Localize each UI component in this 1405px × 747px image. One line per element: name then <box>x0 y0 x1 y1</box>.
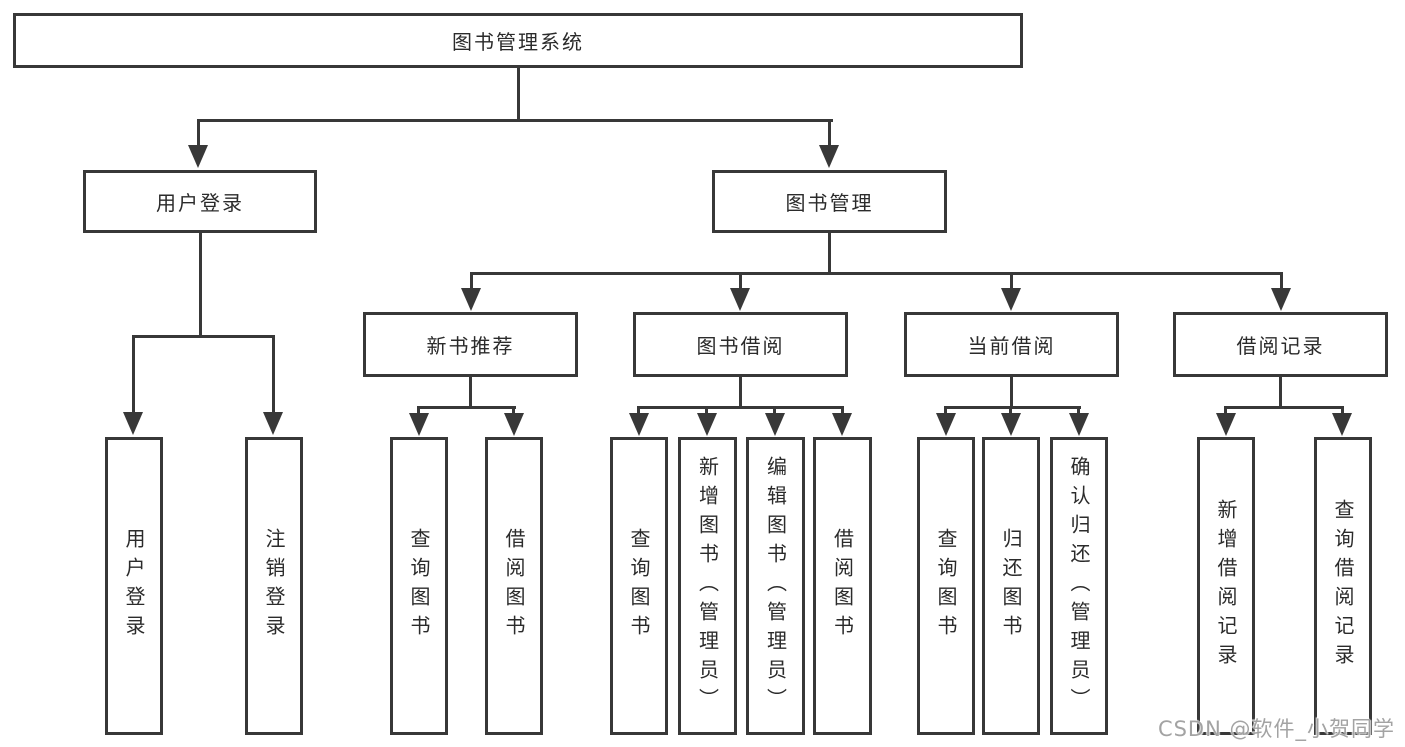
node-label-book-management: 图书管理 <box>785 191 874 215</box>
connector-line <box>1224 406 1343 409</box>
connector-line <box>739 377 742 406</box>
leaf-label-edit-book-admin: 编辑图书（管理员） <box>763 455 788 717</box>
connector-line <box>828 233 831 272</box>
connector-line <box>469 377 472 406</box>
arrowhead-down-icon <box>936 413 956 436</box>
node-library-management-system: 图书管理系统 <box>13 13 1023 68</box>
leaf-logout: 注销登录 <box>245 437 303 735</box>
connector-line <box>1010 272 1013 289</box>
connector-line <box>828 119 831 146</box>
connector-line <box>705 406 708 414</box>
node-label-library-management-system: 图书管理系统 <box>452 30 584 54</box>
arrowhead-down-icon <box>409 413 429 436</box>
connector-line <box>739 272 742 289</box>
leaf-label-query-borrow-record: 查询借阅记录 <box>1331 499 1355 673</box>
connector-line <box>1224 406 1227 414</box>
arrowhead-down-icon <box>819 145 839 168</box>
node-label-book-borrowing: 图书借阅 <box>696 334 785 358</box>
node-user-login: 用户登录 <box>83 170 317 233</box>
arrowhead-down-icon <box>1001 413 1021 436</box>
leaf-query-books-borrow: 查询图书 <box>610 437 668 735</box>
connector-line <box>417 406 516 409</box>
leaf-label-borrow-books-recommend: 借阅图书 <box>502 528 526 644</box>
leaf-add-borrow-record: 新增借阅记录 <box>1197 437 1255 735</box>
arrowhead-down-icon <box>188 145 208 168</box>
connector-line <box>132 335 135 412</box>
leaf-label-query-books-current: 查询图书 <box>934 528 958 644</box>
connector-line <box>197 119 833 122</box>
node-borrowing-records: 借阅记录 <box>1173 312 1388 377</box>
node-label-new-book-recommendation: 新书推荐 <box>426 334 515 358</box>
arrowhead-down-icon <box>461 288 481 311</box>
csdn-watermark: CSDN @软件_小贺同学 <box>1157 717 1395 741</box>
leaf-label-logout: 注销登录 <box>262 528 286 644</box>
leaf-label-user-login: 用户登录 <box>122 528 146 644</box>
connector-line <box>1010 377 1013 406</box>
connector-line <box>470 272 473 289</box>
connector-line <box>272 335 275 412</box>
node-label-current-borrowing: 当前借阅 <box>967 334 1056 358</box>
leaf-label-add-borrow-record: 新增借阅记录 <box>1214 499 1238 673</box>
connector-line <box>132 335 275 338</box>
arrowhead-down-icon <box>1332 413 1352 436</box>
connector-line <box>417 406 420 414</box>
connector-line <box>944 406 947 414</box>
arrowhead-down-icon <box>1069 413 1089 436</box>
arrowhead-down-icon <box>1001 288 1021 311</box>
node-current-borrowing: 当前借阅 <box>904 312 1119 377</box>
leaf-query-books-current: 查询图书 <box>917 437 975 735</box>
leaf-label-query-books-borrow: 查询图书 <box>627 528 651 644</box>
connector-line <box>512 406 515 414</box>
connector-line <box>637 406 844 409</box>
leaf-query-books-recommend: 查询图书 <box>390 437 448 735</box>
leaf-return-book: 归还图书 <box>982 437 1040 735</box>
arrowhead-down-icon <box>765 413 785 436</box>
arrowhead-down-icon <box>123 412 143 435</box>
leaf-label-query-books-recommend: 查询图书 <box>407 528 431 644</box>
connector-line <box>470 272 1283 275</box>
arrowhead-down-icon <box>832 413 852 436</box>
arrowhead-down-icon <box>263 412 283 435</box>
node-label-borrowing-records: 借阅记录 <box>1236 334 1325 358</box>
connector-line <box>199 233 202 335</box>
node-book-borrowing: 图书借阅 <box>633 312 848 377</box>
node-book-management: 图书管理 <box>712 170 947 233</box>
connector-line <box>1009 406 1012 414</box>
arrowhead-down-icon <box>1271 288 1291 311</box>
node-new-book-recommendation: 新书推荐 <box>363 312 578 377</box>
leaf-user-login: 用户登录 <box>105 437 163 735</box>
leaf-borrow-books: 借阅图书 <box>813 437 872 735</box>
connector-line <box>1341 406 1344 414</box>
leaf-label-confirm-return-admin: 确认归还（管理员） <box>1067 455 1091 717</box>
connector-line <box>944 406 1081 409</box>
leaf-label-borrow-books: 借阅图书 <box>830 528 855 644</box>
arrowhead-down-icon <box>1216 413 1236 436</box>
leaf-confirm-return-admin: 确认归还（管理员） <box>1050 437 1108 735</box>
arrowhead-down-icon <box>730 288 750 311</box>
connector-line <box>517 68 520 119</box>
arrowhead-down-icon <box>697 413 717 436</box>
connector-line <box>197 119 200 146</box>
arrowhead-down-icon <box>504 413 524 436</box>
arrowhead-down-icon <box>629 413 649 436</box>
leaf-query-borrow-record: 查询借阅记录 <box>1314 437 1372 735</box>
connector-line <box>1077 406 1080 414</box>
connector-line <box>637 406 640 414</box>
leaf-label-add-book-admin: 新增图书（管理员） <box>695 455 720 717</box>
connector-line <box>773 406 776 414</box>
leaf-borrow-books-recommend: 借阅图书 <box>485 437 543 735</box>
leaf-edit-book-admin: 编辑图书（管理员） <box>746 437 805 735</box>
leaf-label-return-book: 归还图书 <box>999 528 1023 644</box>
connector-line <box>1279 377 1282 406</box>
leaf-add-book-admin: 新增图书（管理员） <box>678 437 737 735</box>
node-label-user-login: 用户登录 <box>156 191 244 215</box>
connector-line <box>841 406 844 414</box>
connector-line <box>1280 272 1283 289</box>
